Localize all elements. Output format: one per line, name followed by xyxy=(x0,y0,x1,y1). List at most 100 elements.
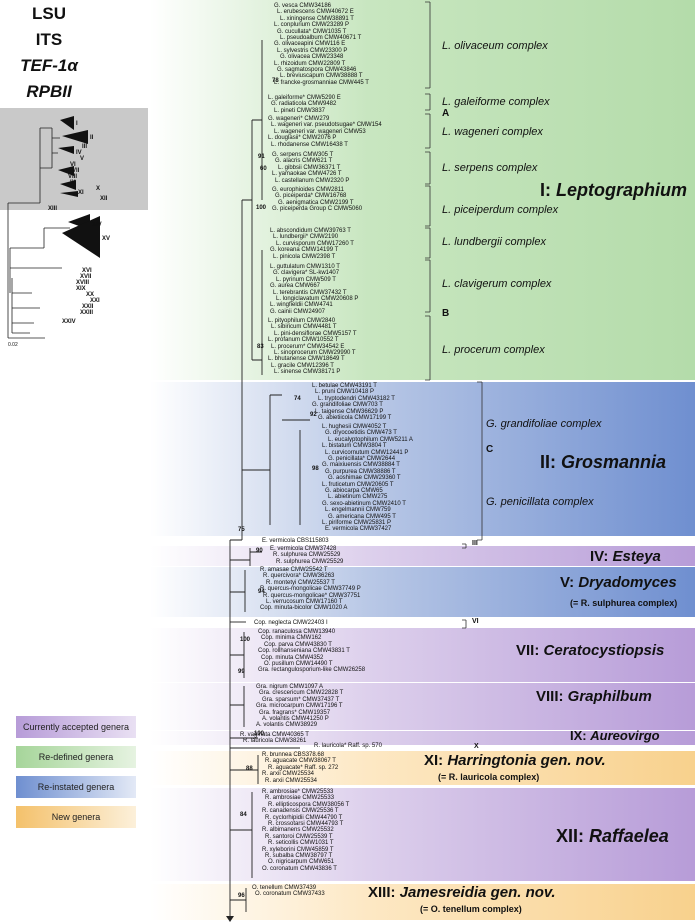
taxon-label: R. arxii CMW25534 xyxy=(265,777,318,784)
taxon-label: G. piceiperda Group C CMW5060 xyxy=(272,206,363,213)
taxon-label: Cop. minuta CMW4352 xyxy=(261,654,324,661)
genus-dryadomyces: V: Dryadomyces xyxy=(560,574,677,591)
genus-ceratocystiopsis: VII: Ceratocystiopsis xyxy=(516,642,665,659)
overview-label: XXII xyxy=(82,304,94,310)
bootstrap-value: 83 xyxy=(257,344,264,350)
taxon-label: G. europhioides CMW2811 xyxy=(272,187,344,193)
bootstrap-value: 96 xyxy=(238,893,245,899)
taxon-label: R. seticollis CMW1031 T xyxy=(268,840,334,847)
bootstrap-value: 100 xyxy=(240,637,251,643)
taxon-label: O. coronatum CMW43836 T xyxy=(262,865,337,872)
taxon-label: G. abiocarpa CMW65 xyxy=(325,488,383,494)
taxon-label: G. dryocoetidis CMW473 T xyxy=(325,430,397,437)
taxon-label: G. cainii CMW24907 xyxy=(270,309,326,315)
bootstrap-value: 100 xyxy=(254,731,265,737)
overview-label: IV xyxy=(76,150,82,156)
taxon-label: L. erubescens CMW40672 E xyxy=(277,9,354,16)
complex-piceiperdum: L. piceiperdum complex xyxy=(442,204,559,216)
overview-label: XVII xyxy=(80,274,92,280)
taxon-label: L. sibiricum CMW4481 T xyxy=(271,324,337,331)
complex-wageneri: L. wageneri complex xyxy=(442,126,543,138)
overview-label: II xyxy=(90,135,94,141)
taxon-label: L. bistatum CMW3804 T xyxy=(322,443,387,450)
taxon-label: L. pyrinum CMW509 T xyxy=(276,276,336,283)
taxon-label: L. galeiforme* CMW5290 E xyxy=(268,95,341,101)
overview-label: XIX xyxy=(76,286,86,292)
taxon-label: L. rhizoidum CMW22809 T xyxy=(274,60,346,67)
taxon-label: G. serpens CMW305 T xyxy=(272,152,334,158)
taxon-label: L. francke-grosmanniae CMW445 T xyxy=(274,79,369,86)
taxon-label: L. verrucosum CMW17160 T xyxy=(266,599,343,605)
clade-iii-label: III xyxy=(472,540,478,547)
locus-rpbii: RPBII xyxy=(26,82,72,101)
locus-tef: TEF-1α xyxy=(20,56,78,75)
overview-label: XXI xyxy=(90,298,100,304)
taxon-label: L. taigense CMW36629 P xyxy=(315,408,384,415)
taxon-label: R. aguacate* Raff. sp. 272 xyxy=(268,764,339,771)
taxon-label: R. ambrosiae CMW25533 xyxy=(265,795,335,802)
overview-label: XXIII xyxy=(80,310,93,316)
locus-lsu: LSU xyxy=(32,4,66,23)
taxon-label: O. nigricarpum CMW651 xyxy=(268,859,335,866)
overview-label: VII xyxy=(72,168,80,174)
taxon-label: G. aoshimae CMW29360 T xyxy=(328,475,401,482)
taxon-label: O. coronatum CMW37433 xyxy=(255,891,325,898)
bootstrap-value: 78 xyxy=(272,78,279,84)
taxon-label: L. yamaokae CMW4726 T xyxy=(272,171,342,178)
subclade-c: C xyxy=(486,444,494,455)
genus-jamesreidia: XIII: Jamesreidia gen. nov. xyxy=(368,884,556,901)
taxon-label: L. xiningense CMW38891 T xyxy=(280,15,354,22)
taxon-label: L. gibbsii CMW36371 T xyxy=(278,164,341,171)
bootstrap-value: 98 xyxy=(312,466,319,472)
complex-olivaceum: L. olivaceum complex xyxy=(442,40,548,52)
taxon-label: L. wageneri var. wageneri CMW53 xyxy=(274,128,366,135)
taxon-label: L. rhodanense CMW16438 T xyxy=(271,141,348,148)
overview-tree: I II III IV V VI VII VIII IX X XI XII XI… xyxy=(7,116,110,348)
taxon-label: L. pini-densiflorae CMW5157 T xyxy=(274,330,357,337)
taxon-label: R. cyclorhipidii CMW44790 T xyxy=(265,814,343,821)
bootstrap-value: 99 xyxy=(238,669,245,675)
clade-x-label: X xyxy=(474,743,479,750)
bootstrap-value: 60 xyxy=(260,166,267,172)
taxon-label: L. pinicola CMW2398 T xyxy=(273,253,336,260)
overview-label: XX xyxy=(86,292,94,298)
taxon-label: R. aguacate CMW38067 T xyxy=(265,758,336,765)
bootstrap-value: 91 xyxy=(258,154,265,160)
band-graphilbum xyxy=(150,683,695,730)
overview-label: XIV xyxy=(92,222,102,228)
bootstrap-value: 88 xyxy=(246,766,253,772)
genus-harringtonia: XI: Harringtonia gen. nov. xyxy=(424,752,606,769)
taxon-label: G. aurea CMW667 xyxy=(270,283,321,290)
overview-label: XIII xyxy=(48,206,57,212)
overview-label: X xyxy=(96,186,100,192)
taxon-label: L. abietinum CMW275 xyxy=(328,494,388,501)
taxon-label: G. wageneri* CMW279 xyxy=(268,116,330,122)
taxon-label: Cop. minuta-bicolor CMW1020 A xyxy=(260,605,348,612)
taxon-label: Cop. neglecta CMW22403 I xyxy=(254,620,328,626)
taxon-label: R. montetyi CMW25537 T xyxy=(266,579,335,586)
complex-clavigerum: L. clavigerum complex xyxy=(442,278,552,290)
complex-lundbergii: L. lundbergii complex xyxy=(442,236,546,248)
legend-reinstated: Re-instated genera xyxy=(16,776,136,798)
taxon-label: L. sylvestris CMW23300 P xyxy=(277,47,348,54)
taxon-label: G. olivaceapini CMW116 E xyxy=(274,41,346,48)
bootstrap-value: 94 xyxy=(258,589,265,595)
dryadomyces-subtitle: (= R. sulphurea complex) xyxy=(570,598,678,608)
taxon-label: L. guttulatum CMW1310 T xyxy=(270,264,340,270)
taxon-label: L. wingfieldii CMW4741 xyxy=(270,302,333,309)
taxon-label: L. curvicornutum CMW12441 P xyxy=(325,449,409,456)
overview-label: I xyxy=(76,121,78,127)
complex-serpens: L. serpens complex xyxy=(442,162,538,174)
overview-label: IX xyxy=(70,180,76,186)
taxon-label: G. piceiperda* CMW16768 xyxy=(275,193,347,200)
taxon-label: L. longiclavatum CMW20608 P xyxy=(276,296,359,302)
taxon-label: G. alacris CMW621 T xyxy=(275,158,333,165)
genus-leptographium: I: Leptographium xyxy=(540,180,687,200)
taxon-label: G. koreana CMW14199 T xyxy=(270,247,339,254)
overview-label: VI xyxy=(70,162,76,168)
band-aureovirgo xyxy=(150,731,695,745)
harringtonia-subtitle: (= R. lauricola complex) xyxy=(438,772,540,782)
genus-graphilbum: VIII: Graphilbum xyxy=(536,688,652,705)
taxon-label: L. eucalyptophilum CMW5211 A xyxy=(328,436,413,443)
legend-new: New genera xyxy=(16,806,136,828)
